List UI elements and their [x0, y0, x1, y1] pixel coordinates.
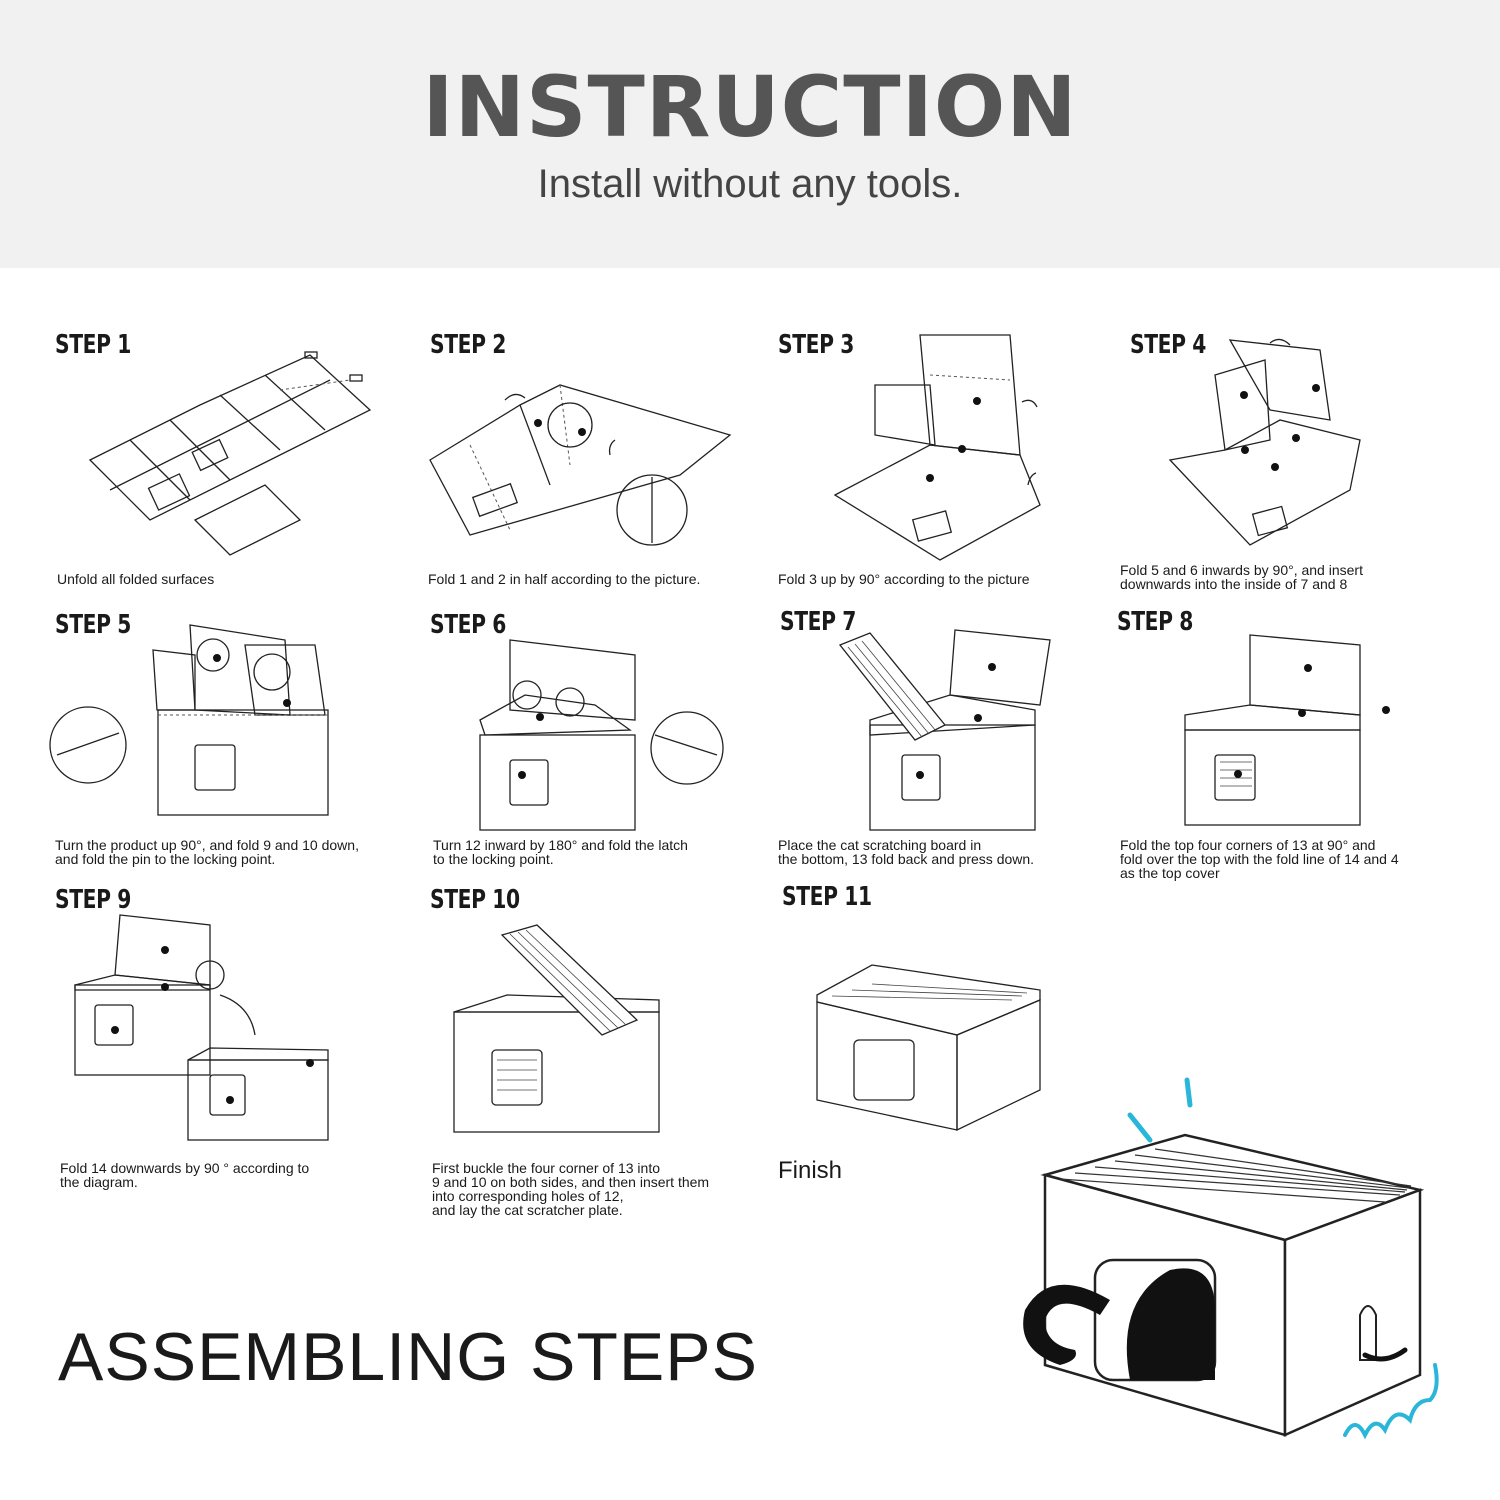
- step-9-caption-line: Fold 14 downwards by 90 ° according to: [60, 1160, 310, 1176]
- step-8-caption: Fold the top four corners of 13 at 90° a…: [1120, 838, 1460, 880]
- step-6-caption-line: Turn 12 inward by 180° and fold the latc…: [433, 837, 688, 853]
- step-5-caption-line: and fold the pin to the locking point.: [55, 851, 276, 867]
- page-title: INSTRUCTION: [422, 58, 1078, 156]
- step-3-caption: Fold 3 up by 90° according to the pictur…: [778, 572, 1118, 586]
- header-band: INSTRUCTION Install without any tools.: [0, 0, 1500, 268]
- step-4-caption-line: Fold 5 and 6 inwards by 90°, and insert: [1120, 562, 1363, 578]
- step-2-caption: Fold 1 and 2 in half according to the pi…: [428, 572, 768, 586]
- step-7-caption-line: Place the cat scratching board in: [778, 837, 982, 853]
- step-10-label: STEP 10: [430, 885, 520, 915]
- step-8-illustration: [1184, 634, 1390, 826]
- step-3-label: STEP 3: [778, 330, 854, 360]
- step-7-label: STEP 7: [780, 607, 856, 637]
- step-10-caption-line: and lay the cat scratcher plate.: [432, 1202, 623, 1218]
- step-8-label: STEP 8: [1117, 607, 1193, 637]
- step-8-caption-line: fold over the top with the fold line of …: [1120, 851, 1399, 867]
- step-6-caption-line: to the locking point.: [433, 851, 554, 867]
- step-8-caption-line: as the top cover: [1120, 865, 1220, 881]
- step-5-label: STEP 5: [55, 610, 131, 640]
- step-9-caption-line: the diagram.: [60, 1174, 138, 1190]
- motion-swoosh-icon: [1343, 1363, 1439, 1440]
- step-10-caption: First buckle the four corner of 13 into …: [432, 1161, 772, 1217]
- step-9-label: STEP 9: [55, 885, 131, 915]
- motion-line-icon: [1127, 1112, 1153, 1143]
- step-1-caption-line: Unfold all folded surfaces: [57, 571, 215, 587]
- step-6-caption: Turn 12 inward by 180° and fold the latc…: [433, 838, 773, 866]
- step-9-caption: Fold 14 downwards by 90 ° according to t…: [60, 1161, 400, 1189]
- page-subtitle: Install without any tools.: [537, 162, 963, 206]
- step-7-illustration: [838, 629, 1051, 831]
- step-11-label: STEP 11: [782, 882, 872, 912]
- step-2-illustration: [429, 384, 732, 546]
- step-8-caption-line: Fold the top four corners of 13 at 90° a…: [1120, 837, 1376, 853]
- step-7-caption-line: the bottom, 13 fold back and press down.: [778, 851, 1035, 867]
- step-6-label: STEP 6: [430, 610, 506, 640]
- finish-label: Finish: [778, 1157, 843, 1184]
- step-4-illustration: [1168, 338, 1361, 546]
- step-3-illustration: [833, 334, 1041, 561]
- step-5-caption-line: Turn the product up 90°, and fold 9 and …: [55, 837, 359, 853]
- step-1-illustration: [88, 351, 372, 556]
- step-6-illustration: [479, 639, 724, 831]
- step-10-caption-line: First buckle the four corner of 13 into: [432, 1160, 660, 1176]
- step-3-caption-line: Fold 3 up by 90° according to the pictur…: [778, 571, 1030, 587]
- step-4-caption: Fold 5 and 6 inwards by 90°, and insert …: [1120, 563, 1460, 591]
- cat-silhouette-icon: [1126, 1268, 1215, 1380]
- step-1-label: STEP 1: [55, 330, 131, 360]
- step-10-illustration: [453, 924, 660, 1133]
- step-5-caption: Turn the product up 90°, and fold 9 and …: [55, 838, 395, 866]
- step-2-caption-line: Fold 1 and 2 in half according to the pi…: [428, 571, 701, 587]
- step-4-label: STEP 4: [1130, 330, 1206, 360]
- step-1-caption: Unfold all folded surfaces: [57, 572, 397, 586]
- motion-line-icon: [1184, 1077, 1193, 1108]
- step-4-caption-line: downwards into the inside of 7 and 8: [1120, 576, 1348, 592]
- step-10-caption-line: 9 and 10 on both sides, and then insert …: [432, 1174, 710, 1190]
- step-10-caption-line: into corresponding holes of 12,: [432, 1188, 624, 1204]
- cat-tail-icon: [1023, 1284, 1110, 1365]
- step-7-caption: Place the cat scratching board in the bo…: [778, 838, 1118, 866]
- step-9-illustration: [74, 914, 329, 1141]
- step-2-label: STEP 2: [430, 330, 506, 360]
- finished-cat-house-illustration: [1023, 1077, 1439, 1440]
- assembling-steps-heading: ASSEMBLING STEPS: [58, 1319, 758, 1395]
- step-5-illustration: [49, 624, 329, 816]
- step-11-illustration: [816, 964, 1041, 1132]
